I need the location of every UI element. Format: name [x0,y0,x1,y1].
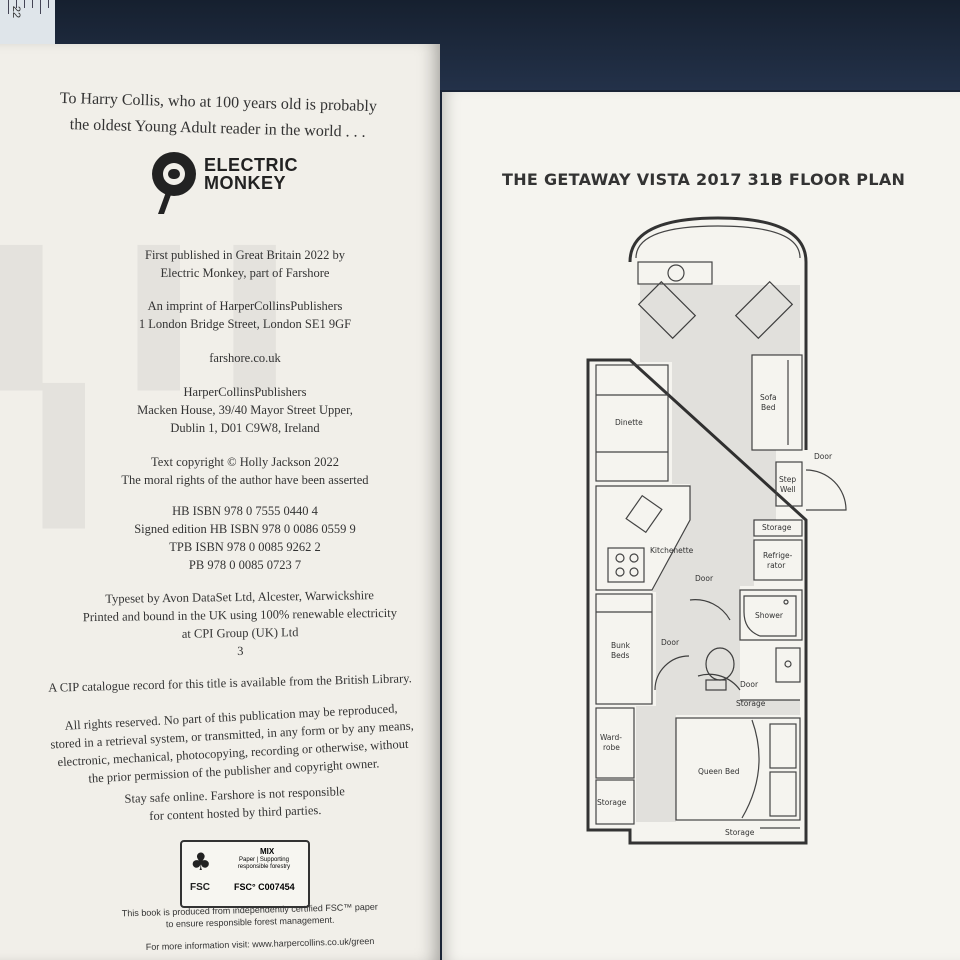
fsc-description: Paper | Supporting responsible forestry [228,857,300,871]
fsc-mix: MIX [260,847,275,856]
publication-block: First published in Great Britain 2022 by… [60,246,430,282]
label-storage: Storage [597,798,627,807]
label-shower: Shower [755,611,784,620]
imprint-block: An imprint of HarperCollinsPublishers 1 … [60,297,430,333]
label-well: Well [780,485,796,494]
label-wardrobe: robe [603,743,620,752]
imprint-line: Dublin 1, D01 C9W8, Ireland [170,421,320,435]
fsc-code: FSC° C007454 [234,882,295,892]
label-storage: Storage [725,828,755,837]
imprint-line: An imprint of HarperCollinsPublishers [147,299,343,313]
page-title: THE GETAWAY VISTA 2017 31B FLOOR PLAN [502,170,906,189]
monkey-icon [152,152,196,214]
imprint-line: Electric Monkey, part of Farshore [160,266,330,280]
label-bunk: Bunk [611,641,631,650]
label-door: Door [661,638,680,647]
imprint-line: HB ISBN 978 0 7555 0440 4 [172,504,318,518]
imprint-line: farshore.co.uk [209,351,281,365]
label-door: Door [814,452,833,461]
website-line: farshore.co.uk [60,349,430,367]
label-refrigerator: Refrige- [763,551,793,560]
imprint-line: HarperCollinsPublishers [183,385,307,399]
logo-line: ELECTRIC [204,155,298,175]
show-through-text: ▌▐ ▌ ▐ [0,246,329,518]
label-beds: Beds [611,651,630,660]
imprint-line: Signed edition HB ISBN 978 0 0086 0559 9 [134,522,356,536]
label-kitchenette: Kitchenette [650,546,694,555]
copyright-block: Text copyright © Holly Jackson 2022 The … [60,453,430,489]
tree-icon: ♣ [190,848,212,876]
label-queen-bed: Queen Bed [698,767,740,776]
imprint-line: Text copyright © Holly Jackson 2022 [150,455,340,469]
logo-line: MONKEY [204,173,287,193]
label-refrigerator: rator [767,561,786,570]
label-sofa: Sofa [760,393,777,402]
label-wardrobe: Ward- [600,733,622,742]
imprint-line: PB 978 0 0085 0723 7 [188,558,302,572]
label-step: Step [779,475,796,484]
label-door: Door [740,680,759,689]
imprint-line: The moral rights of the author have been… [121,473,369,487]
imprint-line: TPB ISBN 978 0 0085 9262 2 [169,540,321,554]
fsc-line: Paper | Supporting [239,857,289,863]
imprint-line: 1 London Bridge Street, London SE1 9GF [138,317,352,331]
label-storage: Storage [736,699,766,708]
imprint-line: First published in Great Britain 2022 by [145,248,345,262]
label-dinette: Dinette [615,418,643,427]
label-storage: Storage [762,523,792,532]
right-page [442,92,960,960]
label-bed: Bed [761,403,776,412]
fsc-label: ♣ FSC MIX Paper | Supporting responsible… [180,840,310,908]
label-door: Door [695,574,714,583]
left-page: ▌▐ ▌ ▐ [0,44,440,960]
address-block: HarperCollinsPublishers Macken House, 39… [60,383,430,437]
fsc-line: responsible forestry [237,864,291,870]
imprint-line: Macken House, 39/40 Mayor Street Upper, [137,403,353,417]
isbn-block: HB ISBN 978 0 7555 0440 4 Signed edition… [60,502,430,574]
electric-monkey-logo: ELECTRIC MONKEY [152,152,298,214]
fsc-brand: FSC [190,882,210,893]
